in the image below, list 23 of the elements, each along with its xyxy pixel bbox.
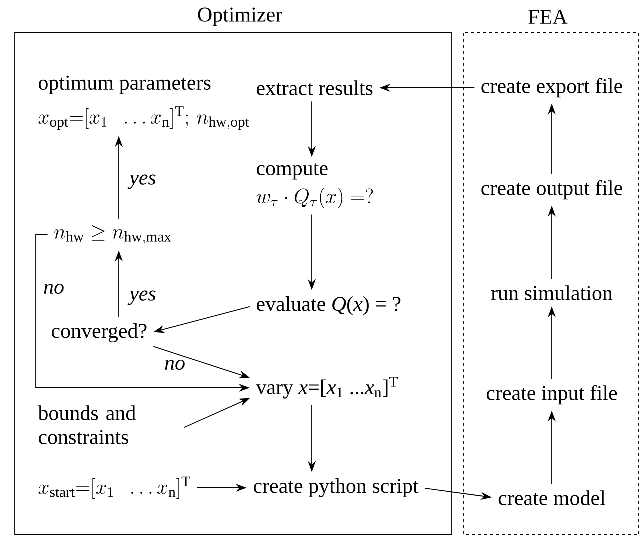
step-label: create python script [254, 478, 419, 498]
step-label: create export file [482, 78, 622, 98]
step-label: create model [498, 490, 606, 506]
panel-frame [14, 32, 452, 536]
input-label: bounds and constraints [38, 406, 136, 444]
step-label: create output file [482, 180, 622, 200]
result-label: optimum parameters $x_{\mathrm{opt}}{=}[x_{1}\;\;\ldots x_{\mathrm{n}}]^{\mathrm{T}};\, n_{\mathrm{hw,opt}}$ [38, 76, 250, 130]
condition-label: $n_{\mathrm{hw}}\geq n_{\mathrm{hw,max}}$ [54, 225, 172, 245]
panel-frame [464, 32, 640, 536]
edge-label: yes [128, 290, 156, 306]
panel-heading: FEA [528, 10, 568, 24]
input-label: $x_{\mathrm{start}}{=}[x_{1}\;\;\ldots x_{\mathrm{n}}]^{\mathrm{T}}$ [38, 476, 190, 500]
panel-heading: Optimizer [198, 8, 282, 26]
edge-label: yes [128, 174, 156, 190]
edge-label: no [44, 284, 64, 294]
step-label: compute $w_{\tau}\cdot Q_{\tau}(x) = ?$ [256, 164, 374, 209]
step-label: evaluate Q(x) = ? [257, 296, 401, 316]
edge-label: no [165, 360, 185, 370]
step-label: extract results [257, 80, 373, 96]
step-label: create input file [486, 385, 618, 405]
decision-label: converged? [52, 323, 147, 343]
step-label: run simulation [491, 286, 613, 300]
step-label: vary x=[x$_{1}$ ...x$_{n}$]$^{T}$ [256, 377, 398, 399]
